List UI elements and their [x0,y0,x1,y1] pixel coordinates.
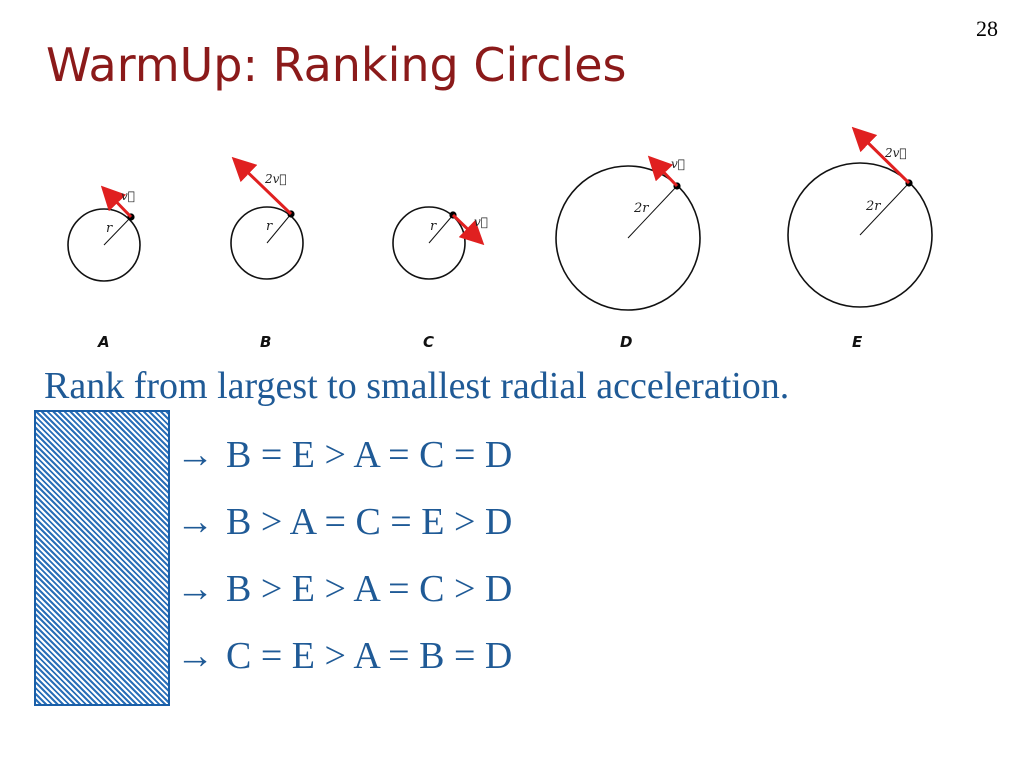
circle-d-radius-label: 2r [633,201,649,216]
circle-e-group: 2r 2v⃗ E [787,126,933,351]
answer-option-1[interactable]: → B = E > A = C = D [176,433,512,477]
circle-e-radius [859,182,910,236]
circle-c-group: r v⃗ C [392,206,488,351]
slide-title: WarmUp: Ranking Circles [46,38,627,92]
circle-e [787,162,933,308]
circle-a-radius [103,216,132,246]
circle-d-velocity-label: v⃗ [671,157,685,171]
circle-a-id-label: A [97,333,110,351]
slide-number: 28 [976,16,998,41]
circle-d-id-label: D [620,333,632,351]
hatched-answer-box [34,410,170,706]
circle-b-group: r 2v⃗ B [230,156,304,351]
circle-b-id-label: B [260,333,271,351]
option-arrow-icon: → [176,434,214,476]
answer-option-4[interactable]: → C = E > A = B = D [176,634,512,678]
circle-c-velocity-arrow [451,213,485,246]
option-arrow-icon: → [176,568,214,610]
circle-b-velocity-label: 2v⃗ [264,172,287,186]
answer-option-2[interactable]: → B > A = C = E > D [176,500,512,544]
circle-d-radius [627,185,678,239]
circle-c-radius [428,214,454,244]
circle-a-radius-label: r [106,221,113,236]
circle-c-velocity-label: v⃗ [474,215,488,229]
circle-c-radius-label: r [430,219,437,234]
option-4-text: C = E > A = B = D [226,635,513,677]
circle-a-group: r v⃗ A [67,185,141,351]
circle-d-velocity-arrow [647,155,679,188]
circle-e-id-label: E [852,333,863,351]
circle-e-velocity-arrow [851,126,911,185]
circle-b-radius [266,213,292,244]
circle-b [230,206,304,280]
option-3-text: B > E > A = C > D [226,568,513,610]
circle-a-velocity-arrow [100,185,133,219]
circle-e-velocity-label: 2v⃗ [884,146,907,160]
option-1-text: B = E > A = C = D [226,434,513,476]
option-arrow-icon: → [176,501,214,543]
circle-b-radius-label: r [266,219,273,234]
circles-diagram: r v⃗ A r 2v⃗ B r v⃗ C 2r v⃗ D 2r [67,126,933,351]
answer-option-3[interactable]: → B > E > A = C > D [176,567,512,611]
circle-a-velocity-label: v⃗ [121,189,135,203]
question-prompt: Rank from largest to smallest radial acc… [44,365,790,407]
circle-d-group: 2r v⃗ D [555,155,701,351]
option-2-text: B > A = C = E > D [226,501,513,543]
circle-c-id-label: C [423,333,434,351]
circle-b-velocity-arrow [231,156,293,216]
circle-e-radius-label: 2r [865,199,881,214]
option-arrow-icon: → [176,635,214,677]
circle-d [555,165,701,311]
